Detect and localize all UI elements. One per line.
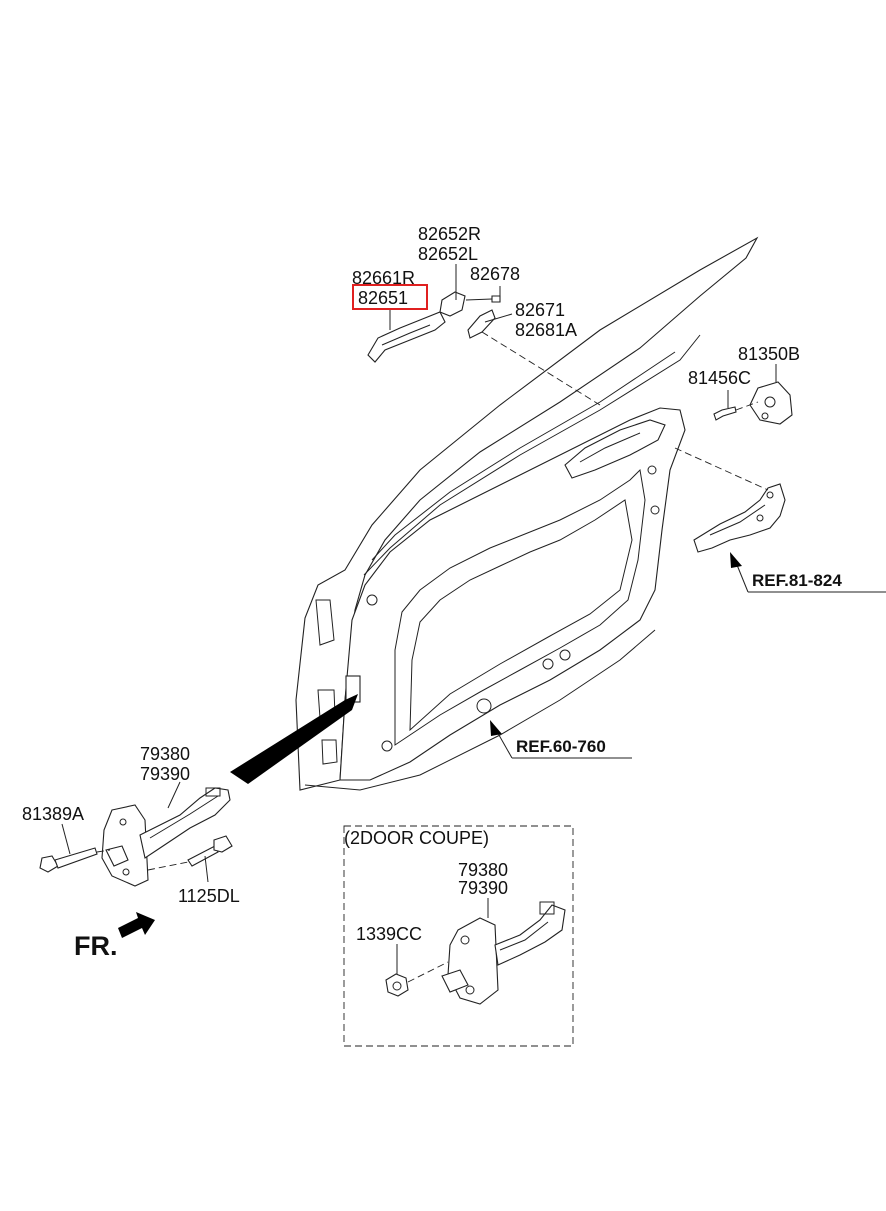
- label-coupe-79380: 79380: [458, 860, 508, 880]
- label-82651[interactable]: 82651: [358, 288, 408, 308]
- label-79380: 79380: [140, 744, 190, 764]
- striker-plate: [749, 381, 793, 425]
- bolt-1125DL: [187, 835, 233, 867]
- label-2door-coupe: (2DOOR COUPE): [344, 828, 489, 848]
- handle-gasket: [467, 309, 496, 339]
- coupe-door-checker: [441, 901, 566, 1005]
- outside-handle: [367, 311, 446, 363]
- label-1125DL: 1125DL: [178, 886, 240, 906]
- label-82678: 82678: [470, 264, 520, 284]
- screw-81456C: [713, 406, 737, 421]
- label-coupe-79390: 79390: [458, 878, 508, 898]
- label-81456C: 81456C: [688, 368, 751, 388]
- door-latch: [693, 483, 786, 553]
- label-81350B: 81350B: [738, 344, 800, 364]
- label-82671: 82671: [515, 300, 565, 320]
- label-1339CC: 1339CC: [356, 924, 422, 944]
- front-direction-arrow: [118, 912, 155, 938]
- label-82661R: 82661R: [352, 268, 415, 288]
- bolt-81389A: [39, 847, 98, 873]
- screw-82678: [491, 295, 501, 303]
- door-frame: [295, 236, 759, 791]
- label-79390: 79390: [140, 764, 190, 784]
- label-ref-60-760[interactable]: REF.60-760: [516, 737, 606, 756]
- coupe-inset-box: [343, 825, 574, 1047]
- label-81389A: 81389A: [22, 804, 84, 824]
- handle-cover: [439, 291, 466, 317]
- label-82652R: 82652R: [418, 224, 481, 244]
- pointer-arrow-checker: [230, 694, 358, 784]
- label-ref-81-824[interactable]: REF.81-824: [752, 571, 842, 590]
- coupe-nut-1339CC: [385, 973, 409, 997]
- label-82681A: 82681A: [515, 320, 577, 340]
- highlight-box-82651: [352, 284, 428, 310]
- label-82652L: 82652L: [418, 244, 478, 264]
- door-checker: [101, 787, 231, 887]
- label-front: FR.: [74, 931, 118, 961]
